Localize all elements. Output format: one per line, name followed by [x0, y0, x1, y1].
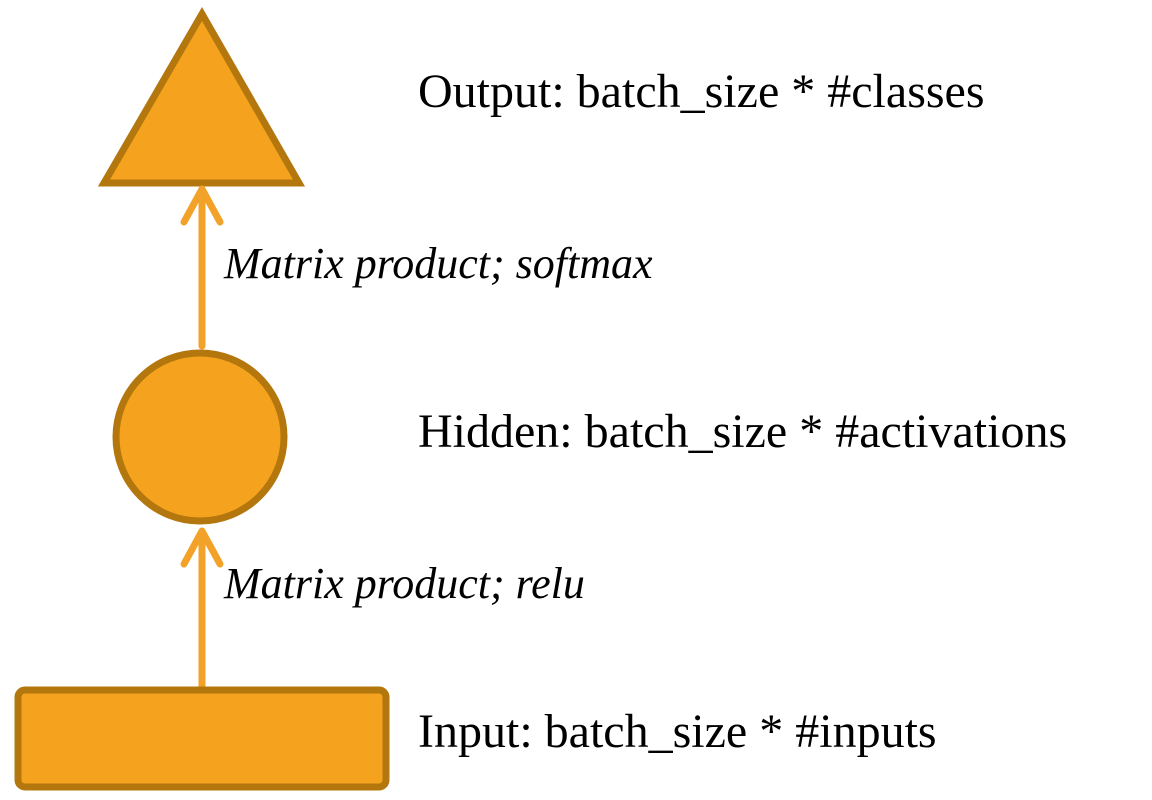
arrowhead-icon	[180, 527, 224, 568]
arrow-input-to-hidden	[180, 527, 224, 692]
hidden-circle-node	[112, 349, 288, 525]
network-diagram-shapes	[14, 6, 390, 791]
arrowhead-icon	[180, 185, 224, 226]
edge-label-softmax: Matrix product; softmax	[224, 239, 653, 288]
input-rectangle-node	[14, 686, 390, 791]
output-node-label: Output: batch_size * #classes	[418, 65, 985, 118]
edge-label-relu: Matrix product; relu	[224, 559, 585, 608]
input-node-label: Input: batch_size * #inputs	[418, 705, 937, 758]
output-triangle-node	[97, 6, 306, 187]
hidden-node-label: Hidden: batch_size * #activations	[418, 405, 1068, 458]
arrow-hidden-to-output	[180, 185, 224, 350]
